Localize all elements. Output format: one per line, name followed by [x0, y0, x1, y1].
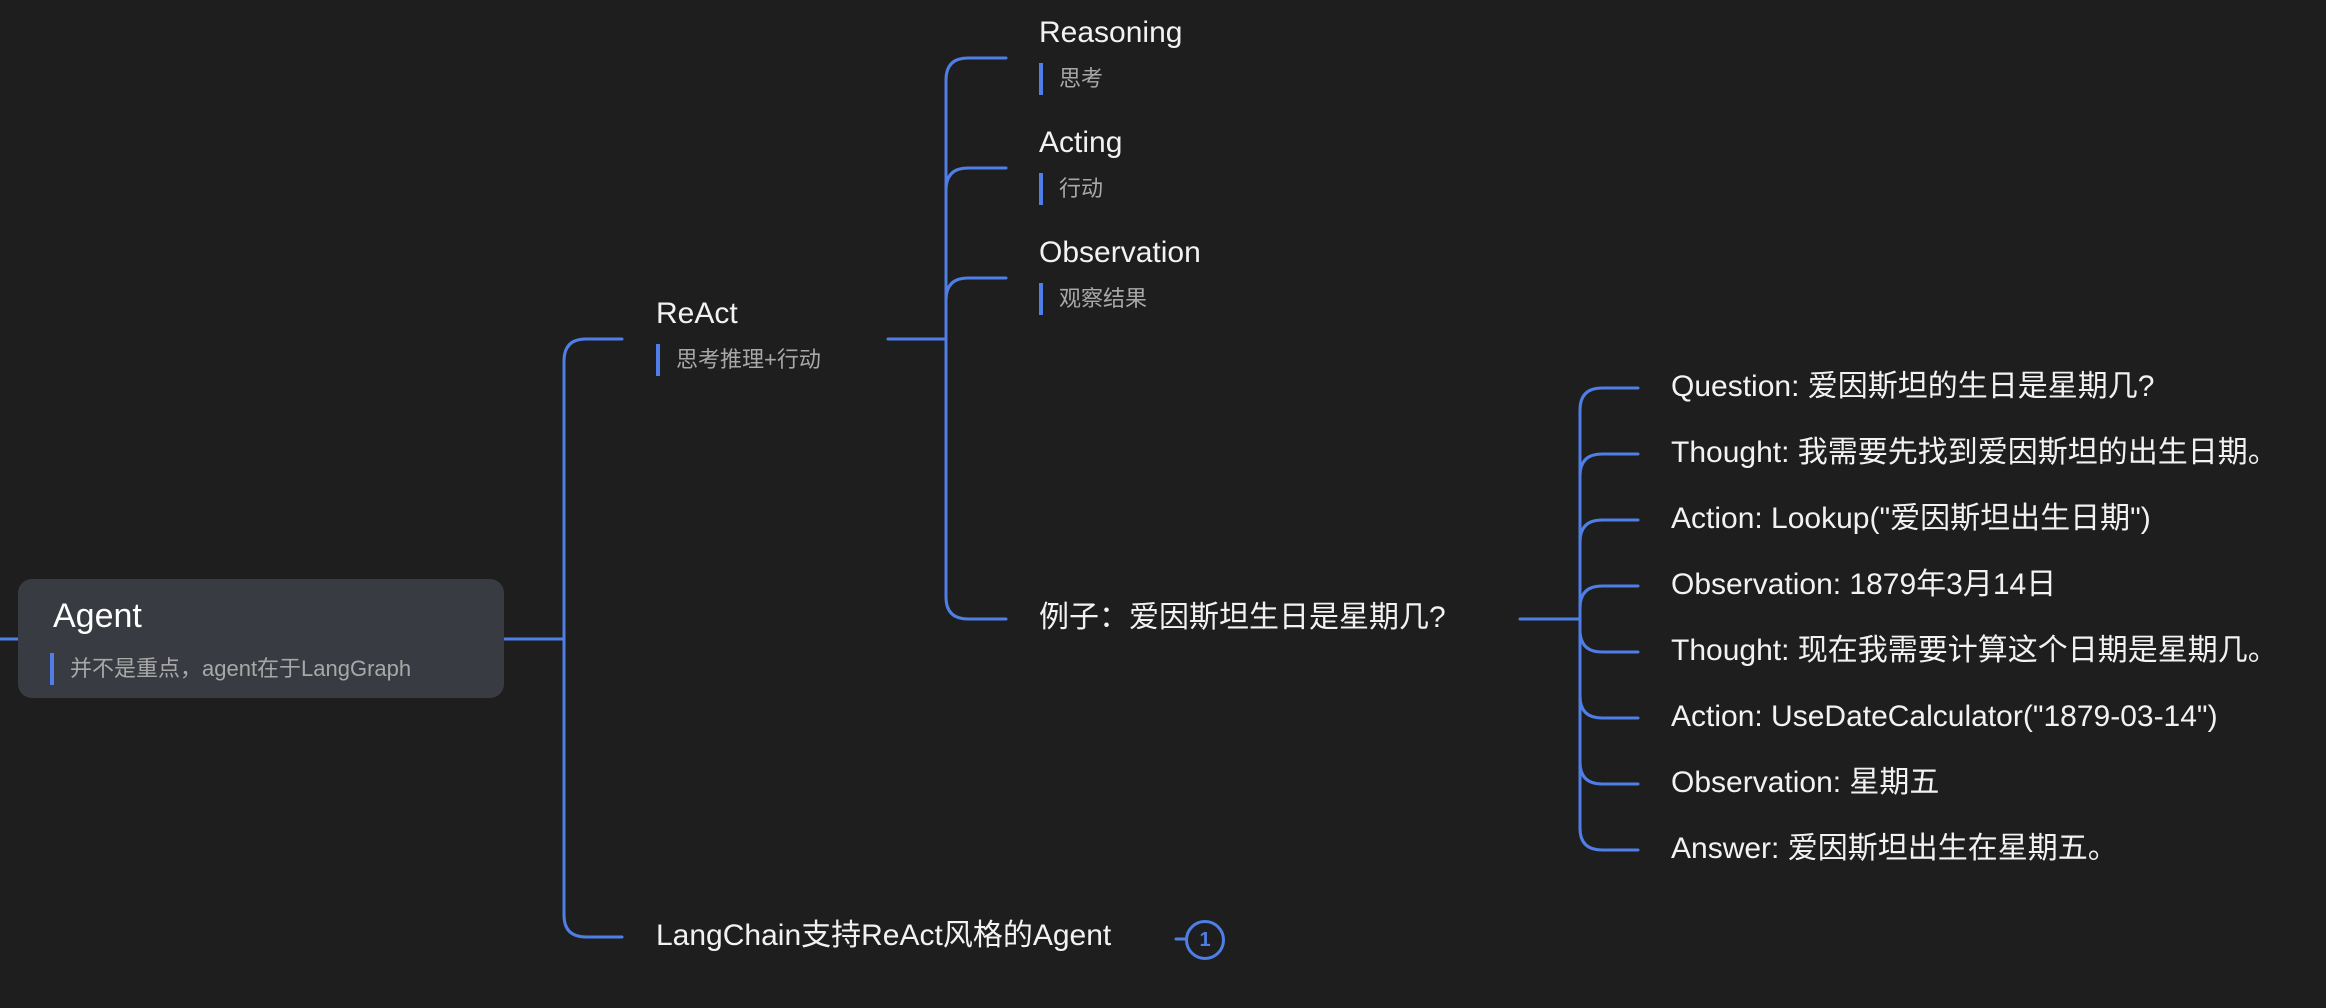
connector-to-step-6: [1578, 617, 1640, 720]
step-text: Action: UseDateCalculator("1879-03-14"): [1671, 700, 2218, 733]
step-text: Question: 爱因斯坦的生日是星期几?: [1671, 370, 2155, 403]
connector-to-react: [562, 337, 624, 641]
node-example-title: 例子：爱因斯坦生日是星期几?: [1039, 601, 1446, 634]
root-node-title: Agent: [53, 597, 142, 635]
node-acting[interactable]: Acting 行动: [1039, 125, 1122, 205]
node-langchain[interactable]: LangChain支持ReAct风格的Agent: [656, 918, 1111, 954]
node-reasoning-note: 思考: [1039, 63, 1182, 95]
node-reasoning-title: Reasoning: [1039, 16, 1183, 49]
connector-to-step-7: [1578, 617, 1640, 786]
node-react-title: ReAct: [656, 297, 738, 330]
node-react-note: 思考推理+行动: [656, 344, 821, 376]
node-step-observation-2[interactable]: Observation: 星期五: [1671, 765, 1939, 801]
connector-to-observation: [944, 276, 1008, 341]
step-text: Observation: 1879年3月14日: [1671, 568, 2057, 601]
root-node-note: 并不是重点，agent在于LangGraph: [50, 653, 411, 685]
connector-to-acting: [944, 166, 1008, 341]
connector-to-step-1: [1578, 386, 1640, 621]
root-node-agent[interactable]: Agent 并不是重点，agent在于LangGraph: [18, 579, 504, 698]
node-step-observation-1[interactable]: Observation: 1879年3月14日: [1671, 567, 2056, 603]
node-acting-note: 行动: [1039, 173, 1122, 205]
node-step-action-2[interactable]: Action: UseDateCalculator("1879-03-14"): [1671, 699, 2218, 735]
node-observation-note: 观察结果: [1039, 283, 1201, 315]
node-reasoning[interactable]: Reasoning 思考: [1039, 15, 1182, 95]
connector-to-step-5: [1578, 617, 1640, 654]
connector-to-reasoning: [944, 56, 1008, 341]
node-step-action-1[interactable]: Action: Lookup("爱因斯坦出生日期"): [1671, 501, 2151, 537]
connector-to-step-3: [1578, 518, 1640, 621]
node-observation[interactable]: Observation 观察结果: [1039, 235, 1201, 315]
node-example[interactable]: 例子：爱因斯坦生日是星期几?: [1039, 600, 1446, 636]
step-text: Observation: 星期五: [1671, 766, 1940, 799]
node-acting-title: Acting: [1039, 126, 1123, 159]
node-langchain-title: LangChain支持ReAct风格的Agent: [656, 919, 1112, 952]
connector-to-step-2: [1578, 452, 1640, 621]
node-react[interactable]: ReAct 思考推理+行动: [656, 296, 821, 376]
connector-to-langchain: [562, 637, 624, 939]
node-step-question[interactable]: Question: 爱因斯坦的生日是星期几?: [1671, 369, 2154, 405]
step-text: Thought: 我需要先找到爱因斯坦的出生日期。: [1671, 436, 2278, 469]
collapsed-children-badge[interactable]: 1: [1185, 920, 1225, 960]
node-step-thought-2[interactable]: Thought: 现在我需要计算这个日期是星期几。: [1671, 633, 2278, 669]
connector-to-example: [944, 337, 1008, 621]
step-text: Thought: 现在我需要计算这个日期是星期几。: [1671, 634, 2278, 667]
node-observation-title: Observation: [1039, 236, 1201, 269]
connector-to-step-8: [1578, 617, 1640, 852]
connector-to-step-4: [1578, 584, 1640, 621]
node-step-thought-1[interactable]: Thought: 我需要先找到爱因斯坦的出生日期。: [1671, 435, 2278, 471]
step-text: Action: Lookup("爱因斯坦出生日期"): [1671, 502, 2151, 535]
node-step-answer[interactable]: Answer: 爱因斯坦出生在星期五。: [1671, 831, 2118, 867]
step-text: Answer: 爱因斯坦出生在星期五。: [1671, 832, 2118, 865]
